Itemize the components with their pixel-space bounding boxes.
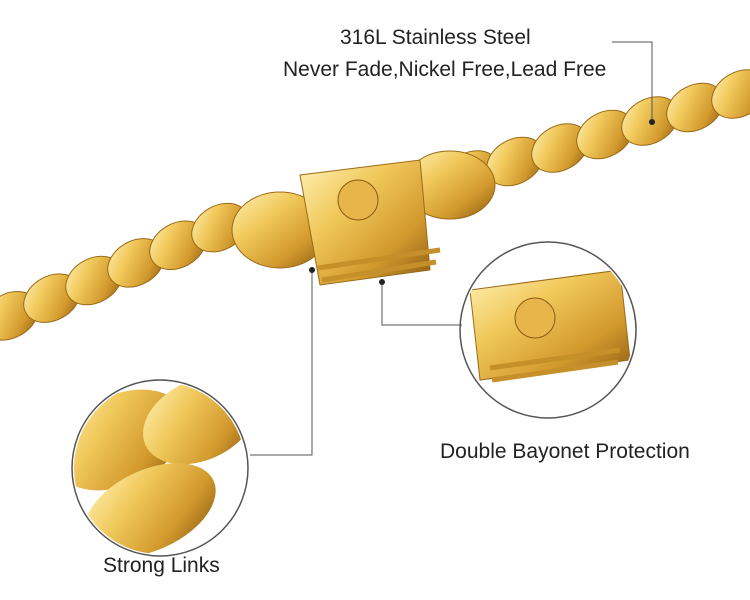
leader-lines	[250, 41, 653, 456]
material-caption: 316L Stainless Steel	[340, 26, 531, 49]
box-clasp	[231, 150, 496, 286]
chain-link	[711, 69, 750, 119]
properties-caption: Never Fade,Nickel Free,Lead Free	[283, 58, 607, 81]
double-bayonet-caption: Double Bayonet Protection	[440, 440, 690, 463]
strong-links-caption: Strong Links	[103, 554, 220, 577]
